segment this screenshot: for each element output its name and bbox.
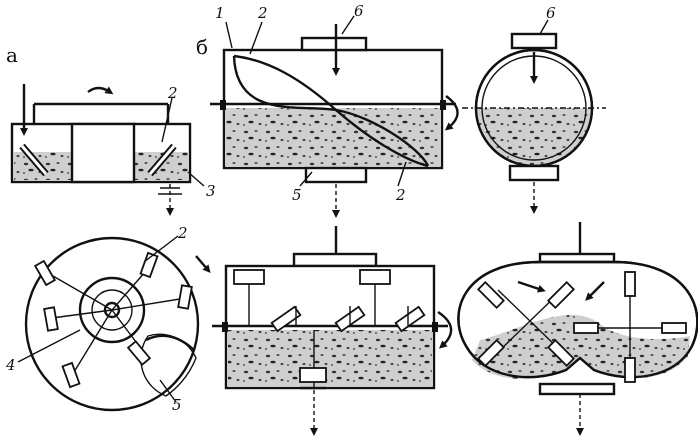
down-arrow-icon (195, 255, 211, 274)
label-2-b-top: 2 (257, 4, 268, 22)
panel-label-b: б (196, 35, 208, 59)
label-2-a: 2 (167, 84, 178, 102)
label-1: 1 (215, 4, 225, 22)
label-2-b-bottom: 2 (395, 186, 406, 204)
mixer-b-section (210, 15, 459, 218)
label-6-right: 6 (546, 4, 556, 22)
down-arrow-icon (517, 280, 546, 293)
label-3: 3 (206, 182, 216, 200)
panel-label-a: а (6, 43, 18, 67)
label-2-rotor: 2 (177, 224, 188, 242)
curved-arrow-icon (444, 95, 459, 131)
rotor-circle-section (17, 235, 211, 412)
down-arrow-icon (585, 281, 605, 301)
curved-arrow-icon (437, 311, 453, 349)
cross-section-top (462, 19, 606, 214)
label-5-rotor: 5 (172, 396, 182, 414)
label-5-b: 5 (292, 186, 302, 204)
label-4: 4 (5, 356, 16, 374)
label-6-b: 6 (354, 2, 364, 20)
twin-shaft-section (457, 222, 698, 436)
paddle-trough-section (212, 226, 453, 436)
curved-arrow-icon (87, 86, 114, 95)
mixer-a-section (10, 84, 205, 216)
